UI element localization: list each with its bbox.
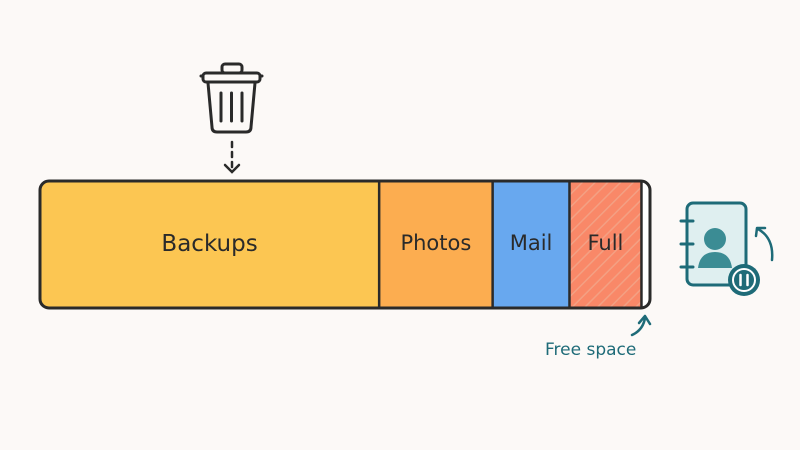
sync-arrow-icon xyxy=(754,226,774,262)
segment-backups xyxy=(40,181,380,308)
segment-free-space xyxy=(641,181,650,308)
segment-label-photos: Photos xyxy=(400,230,472,255)
segment-label-backups: Backups xyxy=(161,230,258,257)
storage-segments xyxy=(40,181,650,308)
segment-mail xyxy=(492,181,570,308)
pause-icon xyxy=(728,264,760,296)
contacts-book-icon xyxy=(679,201,748,287)
segment-label-full: Full xyxy=(587,230,624,255)
free-space-arrow xyxy=(630,314,652,337)
segment-photos xyxy=(379,181,493,308)
segment-label-mail: Mail xyxy=(509,230,553,255)
trash-can-icon xyxy=(199,62,264,134)
storage-bar-outline xyxy=(38,179,652,310)
segment-full xyxy=(569,181,642,308)
free-space-label: Free space xyxy=(545,340,637,360)
delete-arrow xyxy=(223,140,241,174)
